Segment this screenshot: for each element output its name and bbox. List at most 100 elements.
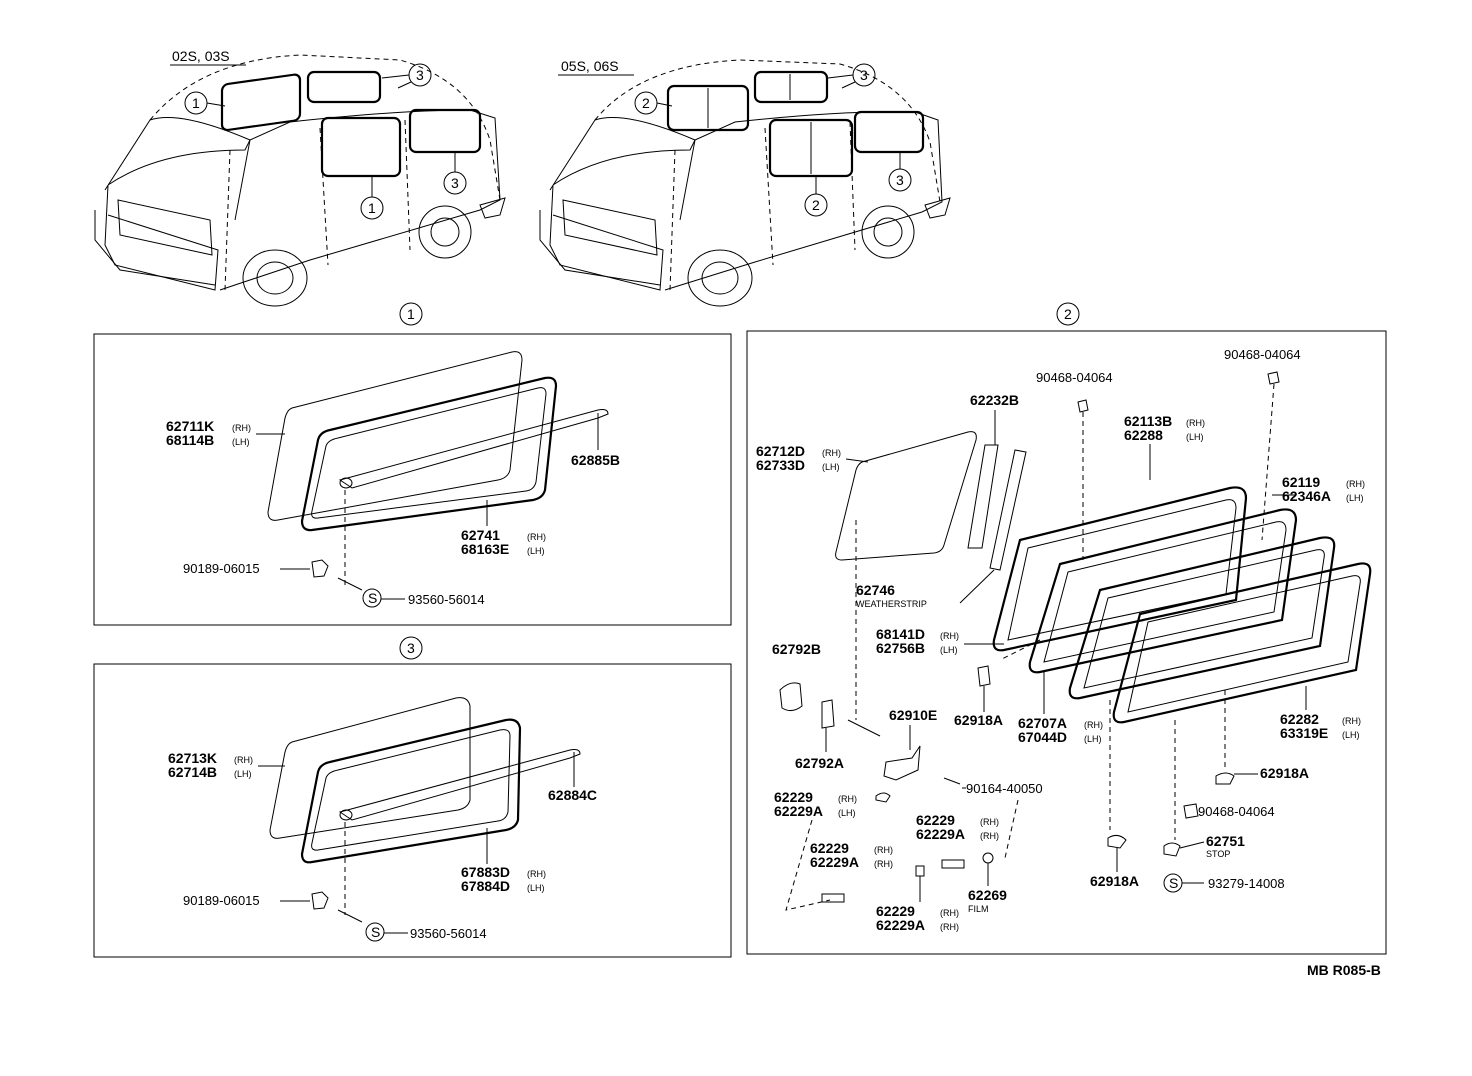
callout-1-left: 1 bbox=[192, 95, 200, 111]
callout-3-left-b: 3 bbox=[451, 175, 459, 191]
svg-text:(RH): (RH) bbox=[940, 908, 959, 918]
svg-text:(RH): (RH) bbox=[838, 794, 857, 804]
part-62711K: 62711K bbox=[166, 418, 214, 434]
svg-text:(RH): (RH) bbox=[874, 845, 893, 855]
part-67884D: 67884D bbox=[461, 878, 510, 894]
svg-text:S: S bbox=[1169, 875, 1178, 891]
svg-text:(LH): (LH) bbox=[1342, 730, 1360, 740]
svg-text:(LH): (LH) bbox=[1346, 493, 1364, 503]
part-62792B: 62792B bbox=[772, 641, 821, 657]
part-67883D: 67883D bbox=[461, 864, 510, 880]
svg-text:(RH): (RH) bbox=[1346, 479, 1365, 489]
callout-3-right-b: 3 bbox=[896, 172, 904, 188]
section-3-panel: 3 62713K (RH) 62714B (LH) 62884C 67883D … bbox=[93, 636, 732, 958]
part-93279-14008: 93279-14008 bbox=[1208, 876, 1285, 891]
svg-text:(LH): (LH) bbox=[822, 462, 840, 472]
part-62288: 62288 bbox=[1124, 427, 1163, 443]
part-62756B: 62756B bbox=[876, 640, 925, 656]
svg-text:(RH): (RH) bbox=[234, 755, 253, 765]
part-67044D: 67044D bbox=[1018, 729, 1067, 745]
callout-3-left-a: 3 bbox=[416, 67, 424, 83]
part-62918A-c: 62918A bbox=[1090, 873, 1139, 889]
part-90468-04064-b: 90468-04064 bbox=[1224, 347, 1301, 362]
part-62269: 62269 bbox=[968, 887, 1007, 903]
vehicle-left-illustration: 02S, 03S 1 3 1 3 bbox=[94, 48, 506, 307]
svg-text:(LH): (LH) bbox=[940, 645, 958, 655]
part-68114B: 68114B bbox=[166, 432, 214, 448]
section-2-panel: 2 bbox=[746, 302, 1387, 955]
part-62346A: 62346A bbox=[1282, 488, 1331, 504]
section-1-callout: 1 bbox=[407, 306, 415, 322]
callout-2-right-b: 2 bbox=[812, 197, 820, 213]
part-62119: 62119 bbox=[1282, 474, 1320, 490]
callout-1-left-b: 1 bbox=[368, 200, 376, 216]
part-62713K: 62713K bbox=[168, 750, 217, 766]
diagram-code: MB R085-B bbox=[1307, 962, 1381, 978]
callout-3-right-a: 3 bbox=[860, 67, 868, 83]
part-62746: 62746 bbox=[856, 582, 895, 598]
svg-text:(LH): (LH) bbox=[527, 883, 545, 893]
part-62229A-d: 62229A bbox=[876, 917, 925, 933]
callout-2-right-a: 2 bbox=[642, 95, 650, 111]
section-3-box bbox=[93, 663, 732, 958]
part-62712D: 62712D bbox=[756, 443, 805, 459]
section-1-panel: 1 62711K (RH) 68114B (LH) 62885B 62741 (… bbox=[93, 302, 732, 626]
part-90164-40050: 90164-40050 bbox=[966, 781, 1043, 796]
part-62741: 62741 bbox=[461, 527, 500, 543]
part-90189-06015-b: 90189-06015 bbox=[183, 893, 260, 908]
part-62714B: 62714B bbox=[168, 764, 217, 780]
svg-text:(LH): (LH) bbox=[234, 769, 252, 779]
svg-text:(RH): (RH) bbox=[1186, 418, 1205, 428]
part-62229-a: 62229 bbox=[774, 789, 813, 805]
part-93560-56014-b: 93560-56014 bbox=[410, 926, 487, 941]
part-62232B: 62232B bbox=[970, 392, 1019, 408]
svg-text:S: S bbox=[368, 590, 377, 606]
part-62918A-b: 62918A bbox=[1260, 765, 1309, 781]
part-62229-b: 62229 bbox=[916, 812, 955, 828]
vehicle-right-label: 05S, 06S bbox=[561, 58, 619, 74]
part-62884C: 62884C bbox=[548, 787, 597, 803]
svg-text:(RH): (RH) bbox=[874, 859, 893, 869]
section-3-callout: 3 bbox=[407, 640, 415, 656]
svg-text:(RH): (RH) bbox=[940, 922, 959, 932]
svg-text:FILM: FILM bbox=[968, 904, 989, 914]
svg-text:(LH): (LH) bbox=[232, 437, 250, 447]
part-62751: 62751 bbox=[1206, 833, 1245, 849]
part-62282: 62282 bbox=[1280, 711, 1319, 727]
svg-text:(RH): (RH) bbox=[527, 532, 546, 542]
svg-text:(RH): (RH) bbox=[980, 817, 999, 827]
part-62910E: 62910E bbox=[889, 707, 937, 723]
part-62918A-a: 62918A bbox=[954, 712, 1003, 728]
part-68163E: 68163E bbox=[461, 541, 509, 557]
part-62707A: 62707A bbox=[1018, 715, 1067, 731]
svg-text:(RH): (RH) bbox=[527, 869, 546, 879]
svg-text:(RH): (RH) bbox=[232, 423, 251, 433]
section-1-box bbox=[93, 333, 732, 626]
part-90468-04064-a: 90468-04064 bbox=[1036, 370, 1113, 385]
svg-text:(LH): (LH) bbox=[1084, 734, 1102, 744]
part-63319E: 63319E bbox=[1280, 725, 1328, 741]
svg-text:(RH): (RH) bbox=[980, 831, 999, 841]
svg-text:WEATHERSTRIP: WEATHERSTRIP bbox=[856, 599, 927, 609]
svg-text:S: S bbox=[371, 924, 380, 940]
part-62229-d: 62229 bbox=[876, 903, 915, 919]
part-62792A: 62792A bbox=[795, 755, 844, 771]
svg-text:(LH): (LH) bbox=[527, 546, 545, 556]
part-68141D: 68141D bbox=[876, 626, 925, 642]
part-62229A-a: 62229A bbox=[774, 803, 823, 819]
svg-text:(RH): (RH) bbox=[822, 448, 841, 458]
part-90189-06015: 90189-06015 bbox=[183, 561, 260, 576]
vehicle-left-label: 02S, 03S bbox=[172, 48, 230, 64]
section-2-callout: 2 bbox=[1064, 306, 1072, 322]
part-62113B: 62113B bbox=[1124, 413, 1172, 429]
part-62733D: 62733D bbox=[756, 457, 805, 473]
part-93560-56014: 93560-56014 bbox=[408, 592, 485, 607]
svg-text:(LH): (LH) bbox=[1186, 432, 1204, 442]
vehicle-right-illustration: 05S, 06S 2 3 2 3 bbox=[539, 58, 951, 307]
svg-text:(LH): (LH) bbox=[838, 808, 856, 818]
svg-text:(RH): (RH) bbox=[940, 631, 959, 641]
section-2-box bbox=[746, 330, 1387, 955]
svg-text:STOP: STOP bbox=[1206, 849, 1230, 859]
svg-text:(RH): (RH) bbox=[1342, 716, 1361, 726]
